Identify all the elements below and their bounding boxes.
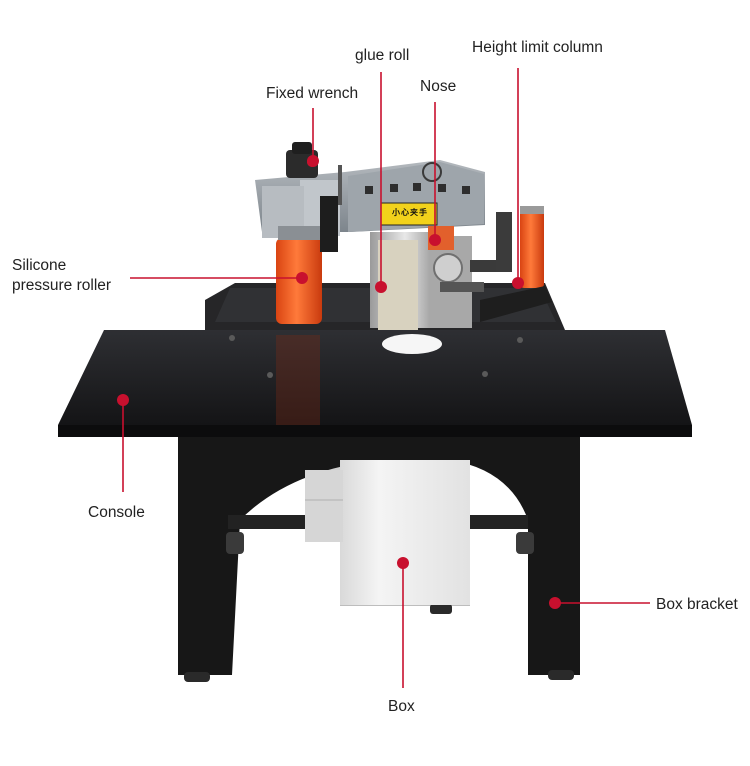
glue-roll-assembly [370, 232, 484, 330]
label-box: Box [388, 698, 415, 715]
box-front [305, 460, 470, 605]
label-console: Console [88, 504, 145, 521]
label-silicone-pressure-roller: Silicone pressure roller [12, 256, 111, 296]
leader-dots [117, 155, 561, 609]
label-nose: Nose [420, 78, 457, 95]
warning-sticker-text: 小心夹手 [392, 208, 428, 217]
label-height-limit-column: Height limit column [472, 39, 603, 56]
height-limit-column [480, 206, 552, 322]
label-fixed-wrench: Fixed wrench [266, 85, 359, 102]
label-box-bracket: Box bracket [656, 596, 738, 613]
label-silicone-line-2: pressure roller [12, 277, 112, 294]
leader-lines [122, 68, 650, 688]
console-table-top [58, 330, 692, 437]
label-silicone-line-1: Silicone [12, 257, 67, 274]
label-glue-roll: glue roll [355, 47, 410, 64]
